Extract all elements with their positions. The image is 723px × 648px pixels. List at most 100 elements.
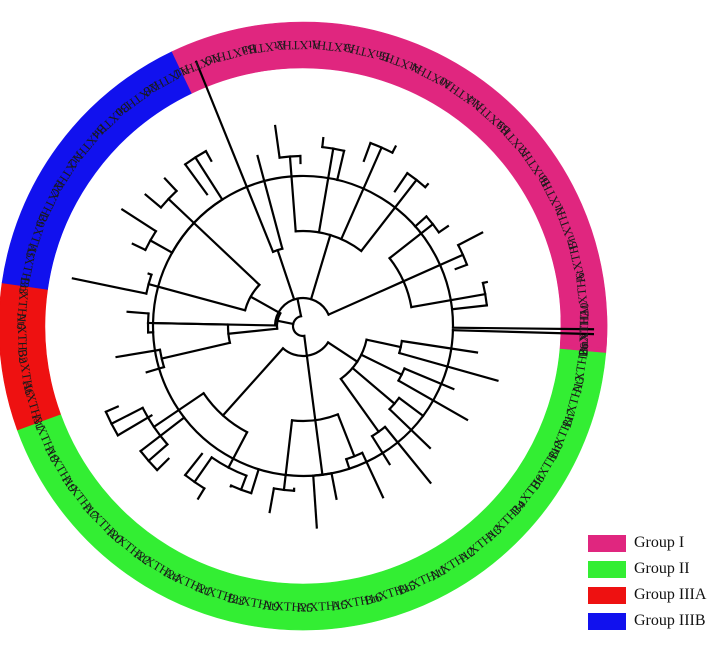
tree-branch (393, 171, 409, 193)
leaf-label: BnXTH16 (14, 276, 32, 330)
tree-branch (344, 457, 351, 471)
leaf-label: AtXTH6 (573, 272, 592, 318)
tree-branch (152, 391, 206, 429)
tree-branch (268, 487, 276, 514)
leaf-label: AtXTH15 (296, 598, 348, 615)
tree-branch (397, 351, 499, 382)
legend-swatch (588, 534, 626, 552)
tree-branch (410, 292, 487, 309)
tree-branch (193, 155, 224, 202)
legend-item: Group IIIB (588, 608, 706, 634)
tree-branch (309, 233, 332, 301)
legend-item: Group II (588, 556, 706, 582)
tree-branch (454, 263, 469, 271)
tree-branch (402, 253, 465, 283)
tree-branch (276, 248, 296, 301)
tree-branch (451, 329, 595, 336)
tree-branch (126, 310, 150, 315)
leaf-label: AtXTH1 (310, 37, 356, 56)
tree-branch (296, 297, 303, 318)
tree-branch (155, 457, 171, 472)
legend-swatch (588, 586, 626, 604)
tree-branch (104, 405, 120, 414)
tree-branch (146, 321, 230, 326)
tree-branch (71, 277, 148, 295)
tree-branch (403, 367, 455, 391)
tree-branches (71, 60, 595, 529)
tree-branch (249, 467, 261, 495)
tree-branch (339, 377, 381, 434)
tree-branch (397, 396, 425, 418)
tree-branch (160, 341, 232, 360)
leaf-label: AtXTH32 (14, 312, 30, 363)
tree-branch (388, 222, 435, 260)
legend-label: Group I (634, 534, 685, 551)
tree-branch (276, 319, 295, 326)
tree-branch (227, 327, 279, 335)
tree-branch (183, 162, 209, 196)
tree-branch (120, 208, 158, 233)
leaf-labels: BnXTH2AtXTH26BnXTH13BnXTH17BnXTH18BnXTH8… (14, 37, 592, 615)
tree-branch (139, 415, 186, 453)
tree-branch (336, 412, 356, 458)
tree-branch (183, 452, 204, 477)
tree-branch (314, 418, 324, 476)
leaf-label: BnXTH2 (576, 310, 591, 357)
tree-branch (370, 434, 392, 466)
tree-branch (359, 178, 419, 253)
tree-branch (226, 430, 249, 470)
tree-branch (362, 141, 372, 163)
tree-branch (110, 406, 145, 426)
tree-branch (148, 238, 174, 255)
tree-branch (360, 451, 385, 499)
legend-item: Group IIIA (588, 582, 706, 608)
tree-branch (365, 338, 403, 349)
ring-segment (171, 21, 608, 349)
legend-label: Group IIIA (634, 586, 707, 603)
tree-branch (147, 442, 169, 463)
tree-branch (335, 149, 346, 182)
tree-branch (282, 419, 294, 492)
tree-branch (339, 146, 384, 241)
tree-branch (192, 221, 261, 287)
group-color-ring (0, 21, 608, 631)
tree-branch (256, 154, 284, 251)
legend-swatch (588, 560, 626, 578)
tree-branch (193, 455, 214, 484)
tree-branch (326, 340, 359, 364)
tree-branch (221, 346, 285, 417)
tree-branch (273, 124, 281, 159)
tree-branch (327, 279, 405, 317)
leaf-label: AtXTH25 (262, 598, 313, 615)
tree-branch (239, 474, 248, 492)
tree-branch (396, 379, 469, 422)
tree-branch (387, 407, 432, 450)
tree-branch (249, 295, 282, 315)
tree-branch (145, 365, 166, 374)
tree-branch (166, 197, 196, 225)
tree-branch (330, 471, 338, 501)
tree-branch (204, 149, 213, 163)
leaf-label: AtXTH2 (276, 38, 321, 53)
tree-branch (116, 413, 153, 437)
tree-branch (456, 231, 484, 247)
tree-branch (351, 366, 397, 406)
tree-branch (321, 136, 325, 149)
tree-branch (312, 474, 318, 529)
tree-branch (383, 425, 432, 485)
tree-branch (303, 334, 309, 357)
tree-branch (288, 155, 297, 233)
tree-branch (390, 144, 398, 155)
legend: Group I Group II Group IIIA Group IIIB (588, 530, 706, 634)
tree-branch (131, 242, 147, 252)
tree-branch (147, 282, 247, 312)
leaf-label: BnXTH10 (577, 303, 592, 356)
legend-label: Group IIIB (634, 612, 706, 629)
tree-branch (451, 326, 595, 331)
tree-branch (359, 353, 404, 377)
ring-segment (16, 348, 607, 631)
tree-branch (437, 224, 450, 234)
legend-swatch (588, 612, 626, 630)
tree-branch (305, 354, 317, 422)
